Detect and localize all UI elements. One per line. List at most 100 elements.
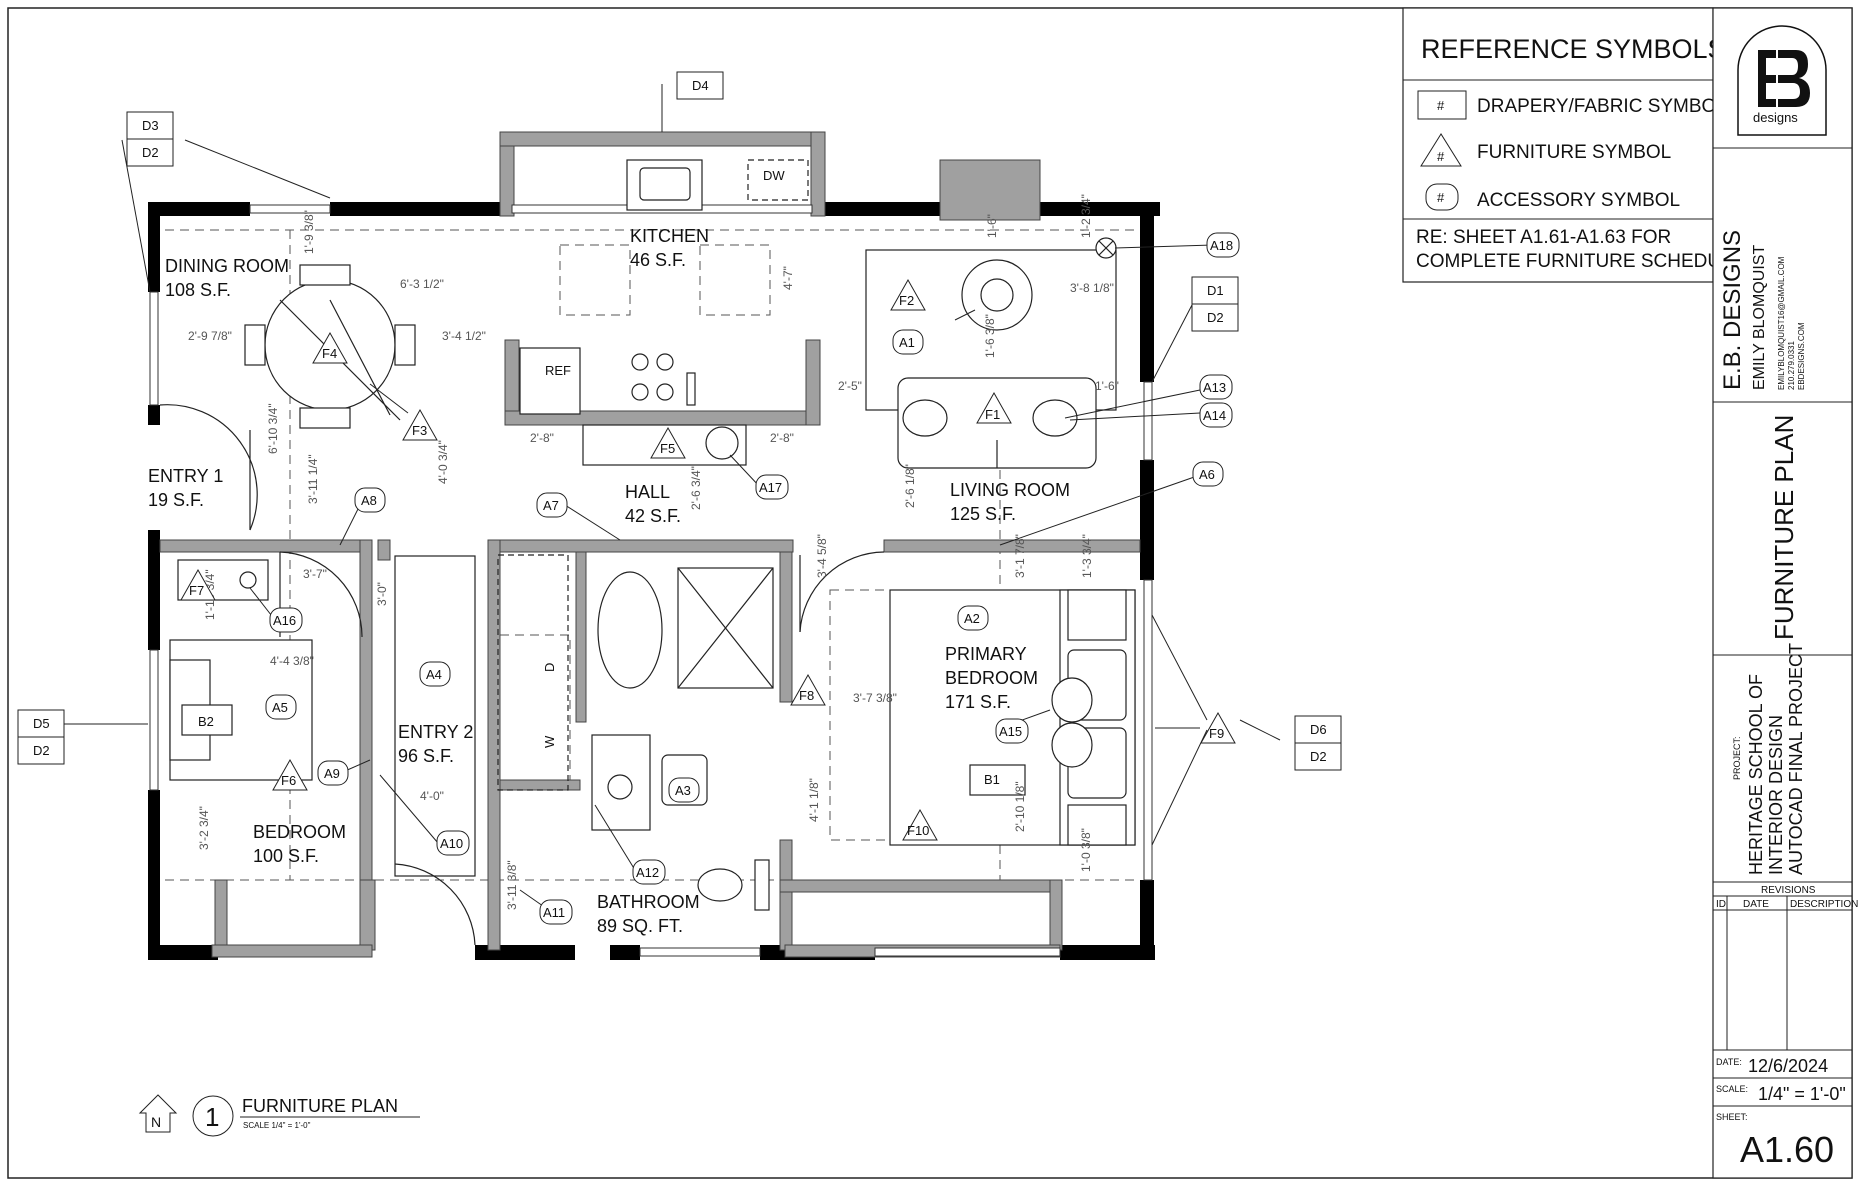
drawing-title-text: FURNITURE PLAN: [242, 1096, 398, 1116]
dimension-label: 1'-9 3/8": [302, 210, 316, 254]
dimension-label: 2'-10 1/8": [1013, 781, 1027, 832]
doors: [159, 404, 885, 946]
accessory-tag: A18: [1210, 238, 1233, 253]
furniture-tag: F8: [799, 688, 814, 703]
room-name-bedroom: BEDROOM: [253, 822, 346, 842]
room-labels: DINING ROOM 108 S.F. KITCHEN 46 S.F. ENT…: [148, 168, 1070, 936]
accessory-tag: A8: [361, 493, 377, 508]
legend-note-line1: RE: SHEET A1.61-A1.63 FOR: [1416, 227, 1671, 248]
room-area-kitchen: 46 S.F.: [630, 250, 686, 270]
dimension-label: 3'-11 3/8": [505, 860, 519, 910]
sheet-label: SHEET:: [1716, 1112, 1748, 1122]
revisions-col-date: DATE: [1743, 899, 1769, 910]
fixture-dryer: D: [542, 663, 557, 672]
room-name-kitchen: KITCHEN: [630, 226, 709, 246]
accessory-tags: A1 A2 A3 A4 A5 A6 A7 A8 A9 A10 A11 A12 A…: [265, 232, 1240, 925]
room-name-living: LIVING ROOM: [950, 480, 1070, 500]
dimension-label: 2'-9 7/8": [188, 329, 232, 343]
firm-web: EBDESIGNS.COM: [1797, 322, 1806, 390]
legend-note-line2: COMPLETE FURNITURE SCHEDULE: [1416, 251, 1744, 272]
project-line3: AUTOCAD FINAL PROJECT: [1786, 643, 1806, 875]
dimension-label: 4'-4 3/8": [270, 654, 314, 668]
dimension-label: 4'-0": [420, 789, 444, 803]
room-area-living: 125 S.F.: [950, 504, 1016, 524]
room-name-entry2: ENTRY 2: [398, 722, 473, 742]
dimension-label: 3'-0": [375, 582, 389, 606]
furniture-tag: F4: [322, 346, 337, 361]
entry2-cabinet: [394, 555, 476, 877]
interior-walls: [159, 131, 1141, 958]
dimension-label: 2'-8": [530, 431, 554, 445]
scale-value: 1/4" = 1'-0": [1758, 1084, 1846, 1104]
legend-title: REFERENCE SYMBOLS: [1421, 34, 1726, 64]
north-arrow-icon: N: [151, 1114, 161, 1130]
drapery-tag: D2: [33, 743, 50, 758]
accessory-tag: A10: [440, 836, 463, 851]
dimension-label: 2'-6 3/4": [689, 466, 703, 510]
date-label: DATE:: [1716, 1057, 1742, 1067]
room-name-bathroom: BATHROOM: [597, 892, 700, 912]
room-area-hall: 42 S.F.: [625, 506, 681, 526]
accessory-tag: A12: [636, 865, 659, 880]
firm-phone: 210.279.0331: [1787, 341, 1796, 390]
accessory-tag: A14: [1203, 408, 1226, 423]
firm-email: EMILYBLOMQUIST16@GMAIL.COM: [1777, 256, 1786, 390]
legend-accessory-label: ACCESSORY SYMBOL: [1477, 190, 1680, 211]
revisions-title: REVISIONS: [1761, 885, 1816, 896]
floor-plan: DINING ROOM 108 S.F. KITCHEN 46 S.F. ENT…: [17, 71, 1342, 960]
dimension-label: 6'-3 1/2": [400, 277, 444, 291]
logo-text: designs: [1753, 110, 1798, 125]
furniture-tag: F7: [189, 583, 204, 598]
dimension-label: 3'-1 7/8": [1013, 534, 1027, 578]
dimension-label: 3'-7": [303, 567, 327, 581]
dimension-label: 4'-7": [781, 266, 795, 290]
accessory-tag: A4: [426, 667, 442, 682]
accessory-tag: A3: [675, 783, 691, 798]
accessory-tag: A11: [543, 905, 565, 920]
revisions-col-desc: DESCRIPTION: [1790, 899, 1858, 910]
accessory-tag: A7: [543, 498, 559, 513]
dimension-label: 3'-7 3/8": [853, 691, 897, 705]
furniture-tags: F1 F2 F3 F4 F5 F6 F7 F8 F9 F10: [180, 278, 1236, 841]
furniture-tag: F1: [985, 407, 1000, 422]
accessory-tag: A9: [324, 766, 340, 781]
drawing-number: 1: [205, 1102, 219, 1132]
project-line1: HERITAGE SCHOOL OF: [1746, 674, 1766, 875]
dimension-label: 1'-6": [1095, 379, 1119, 393]
furniture-tag: F10: [907, 823, 929, 838]
dimension-label: 4'-1 1/8": [807, 778, 821, 822]
drapery-tags: D3 D2 D4 D1 D2 D5 D2 D6 D2: [17, 71, 1342, 771]
room-area-bedroom: 100 S.F.: [253, 846, 319, 866]
dimension-label: 6'-10 3/4": [266, 403, 280, 454]
dimension-label: 1'-6 3/8": [983, 314, 997, 358]
dimension-label: 1'-2 3/4": [1079, 194, 1093, 238]
drapery-tag: D1: [1207, 283, 1224, 298]
legend-drapery-label: DRAPERY/FABRIC SYMBOL: [1477, 96, 1727, 117]
accessory-tag: A15: [999, 724, 1022, 739]
dimension-label: 2'-8": [770, 431, 794, 445]
firm-name: E.B. DESIGNS: [1719, 230, 1746, 390]
legend-drapery-icon: #: [1437, 98, 1445, 113]
drapery-tag: D3: [142, 118, 159, 133]
dimension-labels: 1'-9 3/8" 6'-3 1/2" 4'-7" 2'-9 7/8" 3'-4…: [188, 194, 1119, 910]
furniture-tag: F5: [660, 441, 675, 456]
dimension-label: 1'-6": [985, 214, 999, 238]
drapery-tag: D6: [1310, 722, 1327, 737]
accessory-tag: A6: [1199, 467, 1215, 482]
firm-person: EMILY BLOMQUIST: [1751, 245, 1768, 390]
accessory-tag: A17: [759, 480, 782, 495]
revisions-col-id: ID: [1716, 899, 1726, 910]
room-name-primary-2: BEDROOM: [945, 668, 1038, 688]
dimension-label: 3'-4 1/2": [442, 329, 486, 343]
accessory-tag: A16: [273, 613, 296, 628]
accessory-tag: A5: [272, 700, 288, 715]
room-name-primary: PRIMARY: [945, 644, 1027, 664]
room-area-bathroom: 89 SQ. FT.: [597, 916, 683, 936]
dimension-label: 3'-8 1/8": [1070, 281, 1114, 295]
furniture-tag: F2: [899, 293, 914, 308]
dimension-label: 3'-11 1/4": [306, 454, 320, 504]
primary-bed: [889, 589, 1136, 846]
furniture-tag: F3: [412, 423, 427, 438]
accessory-tag: A1: [899, 335, 915, 350]
room-area-primary: 171 S.F.: [945, 692, 1011, 712]
